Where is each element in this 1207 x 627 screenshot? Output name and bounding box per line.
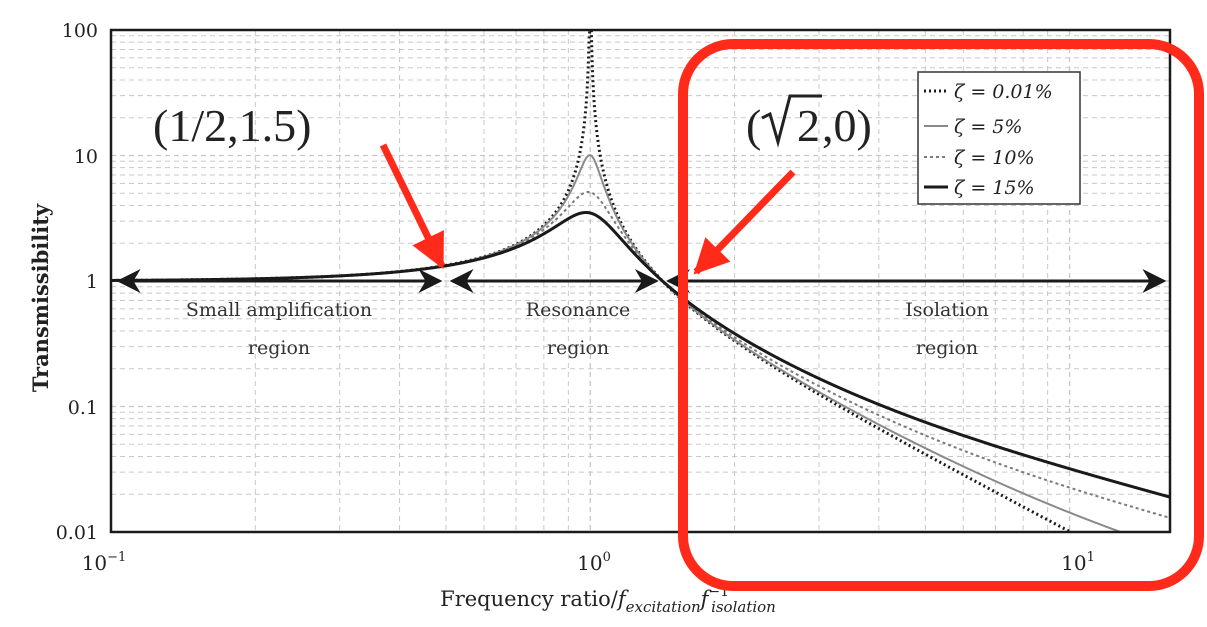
region-label-resonance-2: region [547,337,609,359]
red-arrow-sqrt2-point [693,169,796,275]
x-tick-label-0.1: 10−1 [82,550,127,575]
region-label-small-1: Small amplification [186,299,372,321]
y-tick-label-1: 1 [86,271,98,293]
y-tick-label-0.01: 0.01 [56,522,98,544]
annotation-sqrt2-close: ,0) [822,100,872,151]
plot-frame [109,28,1172,534]
y-tick-label-100: 100 [62,20,98,42]
region-label-resonance-1: Resonance [526,299,630,321]
region-label-small-2: region [248,337,310,359]
x-tick-label-1: 100 [577,550,611,575]
region-label-isolation-2: region [916,337,978,359]
red-arrow-half-point [379,143,446,270]
legend-label-zeta-0.01: ζ = 0.01% [954,81,1053,103]
sqrt-radical-icon [761,94,822,148]
legend-box [917,71,1081,205]
annotation-half-point: (1/2,1.5) [153,100,311,151]
series-line-zeta-0.0001 [111,28,1071,534]
isolation-highlight-box [678,39,1204,591]
y-tick-label-0.1: 0.1 [68,397,98,419]
annotation-sqrt2-open: ( [746,100,761,151]
y-tick-label-10: 10 [74,146,98,168]
legend-label-zeta-15: ζ = 15% [954,177,1035,199]
x-tick-label-10: 101 [1061,550,1095,575]
legend-label-zeta-5: ζ = 5% [954,116,1022,138]
legend-label-zeta-10: ζ = 10% [954,147,1035,169]
annotation-sqrt2-arg: 2 [797,100,820,151]
region-label-isolation-1: Isolation [905,299,989,321]
annotation-sqrt2-point: ( 2 ,0) [746,94,872,151]
legend: ζ = 0.01% ζ = 5% ζ = 10% ζ = 15% [917,71,1081,205]
y-axis-title: Transmissibility [28,203,53,392]
